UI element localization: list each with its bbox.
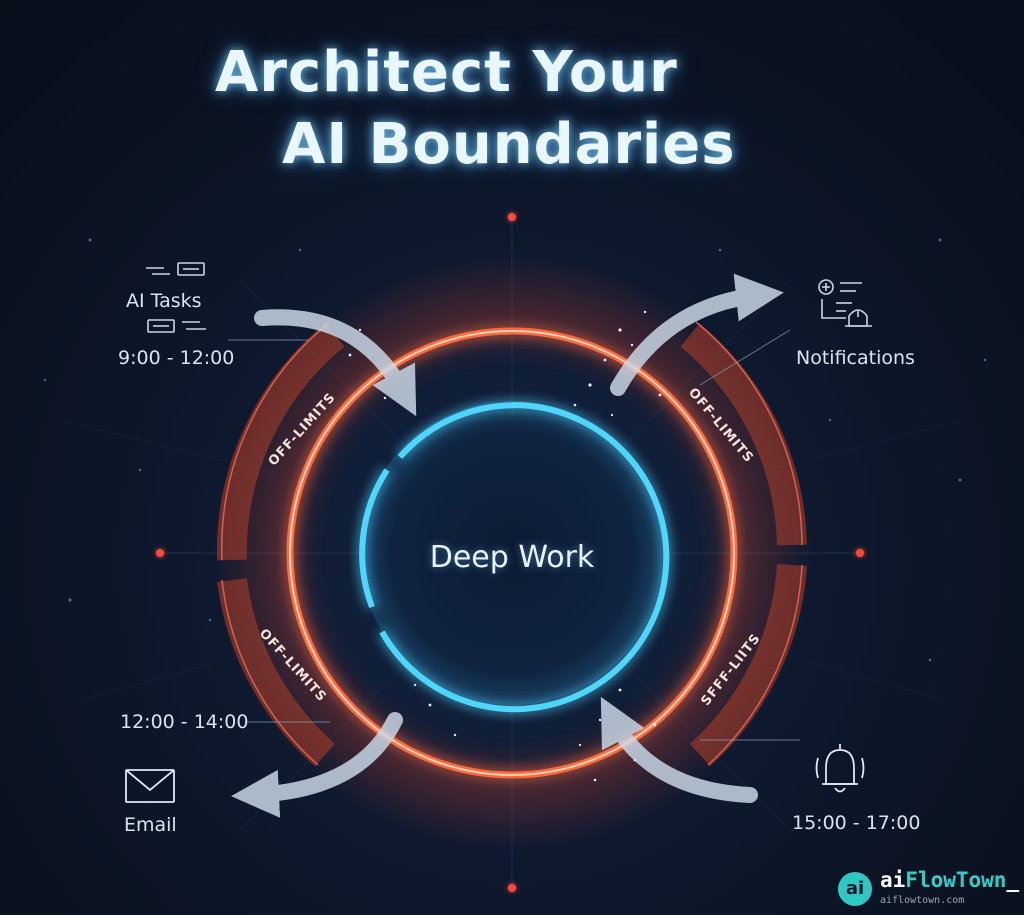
off-limits-arc-edges	[221, 321, 803, 766]
bell-time: 15:00 - 17:00	[792, 812, 921, 834]
notification-alert-icon	[818, 279, 872, 327]
inner-focus-ring-segment	[359, 468, 390, 609]
deep-work-core	[360, 401, 664, 705]
email-outbound-arrow	[231, 712, 403, 818]
inner-focus-ring	[379, 402, 670, 713]
bell-inbound-arrow	[600, 696, 758, 803]
ai-tasks-time: 9:00 - 12:00	[118, 347, 235, 369]
brand-name: aiFlowTown_	[880, 868, 1019, 892]
page-title-line-1: Architect Your	[215, 40, 678, 105]
deep-work-label: Deep Work	[429, 540, 595, 575]
email-time: 12:00 - 14:00	[120, 711, 249, 733]
envelope-icon	[125, 769, 175, 803]
brand-name-part-2: FlowTown	[905, 868, 1007, 892]
page-title-line-2: AI Boundaries	[282, 112, 736, 177]
brand-name-part-1: ai	[880, 868, 906, 892]
ai-tasks-label: AI Tasks	[126, 290, 202, 312]
label-connectors	[228, 329, 800, 741]
outer-boundary-ring-core	[289, 330, 735, 776]
brand-logo-icon: ai	[838, 872, 872, 906]
notifications-label: Notifications	[796, 347, 915, 369]
ai-tasks-inbound-arrow	[254, 309, 417, 417]
background-particles	[43, 238, 987, 662]
brand-name-part-3: _	[1006, 868, 1020, 892]
email-label: Email	[124, 814, 177, 836]
notifications-outbound-arrow	[610, 273, 784, 396]
task-list-icon	[146, 262, 206, 333]
axis-endpoints	[156, 213, 864, 892]
bell-icon	[815, 744, 865, 793]
off-limits-arcs	[216, 323, 807, 767]
brand-watermark: ai aiFlowTown_ aiflowtown.com	[838, 866, 1019, 910]
brand-url: aiflowtown.com	[880, 895, 965, 906]
flow-arrows	[231, 273, 784, 818]
